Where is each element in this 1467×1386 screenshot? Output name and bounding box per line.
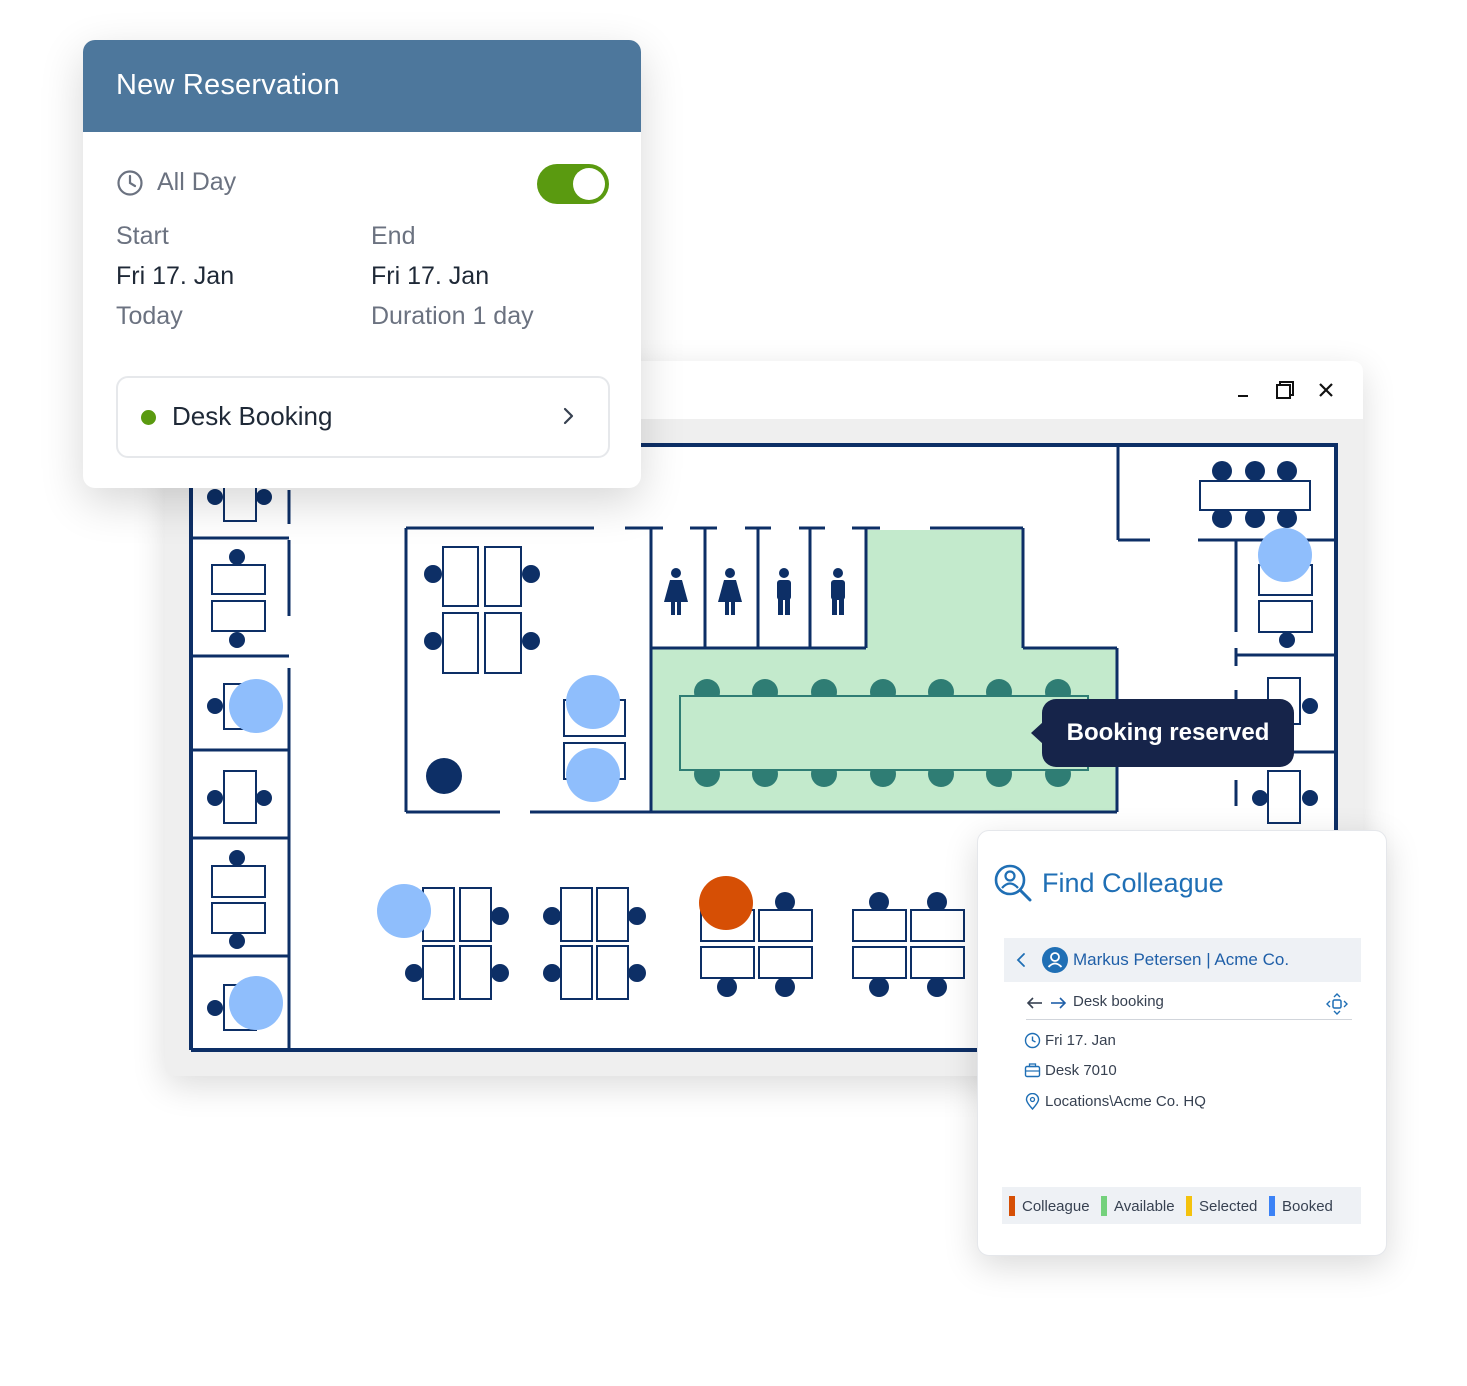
briefcase-icon <box>1024 1063 1041 1078</box>
clock-icon <box>1024 1032 1041 1049</box>
booked-marker[interactable] <box>229 976 283 1030</box>
legend-label: Booked <box>1282 1198 1333 1215</box>
restroom-women-icon <box>664 568 688 615</box>
person-icon <box>1047 952 1063 968</box>
tooltip-arrow <box>1031 722 1043 744</box>
start-date[interactable]: Fri 17. Jan <box>116 262 235 290</box>
find-colleague-panel: Find Colleague Markus Petersen | Acme Co… <box>977 830 1387 1256</box>
all-day-toggle[interactable] <box>537 164 609 204</box>
reservation-header: New Reservation <box>83 40 641 132</box>
start-label: Start <box>116 222 169 250</box>
detail-date-text: Fri 17. Jan <box>1045 1032 1116 1049</box>
locate-icon[interactable] <box>1326 993 1348 1015</box>
start-note: Today <box>116 302 183 330</box>
detail-desk-text: Desk 7010 <box>1045 1062 1117 1079</box>
desk-booking-label: Desk Booking <box>172 401 333 431</box>
find-person-icon <box>994 864 1032 902</box>
status-dot <box>141 410 156 425</box>
toggle-knob <box>573 168 605 200</box>
find-colleague-title: Find Colleague <box>1042 868 1224 898</box>
new-reservation-card: New Reservation All Day Start Fri 17. Ja… <box>83 40 641 488</box>
restroom-men-icon <box>777 568 791 615</box>
duration-note: Duration 1 day <box>371 302 534 330</box>
avatar <box>1042 947 1068 973</box>
minimize-button[interactable] <box>1228 375 1258 405</box>
minimize-icon <box>1238 395 1248 397</box>
end-date[interactable]: Fri 17. Jan <box>371 262 490 290</box>
booked-marker[interactable] <box>229 679 283 733</box>
tooltip-text: Booking reserved <box>1066 719 1270 746</box>
booked-marker[interactable] <box>377 884 431 938</box>
legend-swatch <box>1186 1196 1192 1216</box>
legend-swatch <box>1101 1196 1107 1216</box>
booked-marker[interactable] <box>1258 528 1312 582</box>
reservation-title: New Reservation <box>116 69 340 101</box>
colleague-person-row: Markus Petersen | Acme Co. <box>1004 938 1361 982</box>
detail-location-text: Locations\Acme Co. HQ <box>1045 1093 1206 1110</box>
location-pin-icon <box>1025 1093 1040 1110</box>
chevron-left-icon[interactable] <box>1016 952 1026 968</box>
close-icon <box>1319 383 1333 397</box>
meeting-table <box>679 695 1089 771</box>
desk-booking-selector[interactable]: Desk Booking <box>116 376 610 458</box>
booking-reserved-tooltip: Booking reserved <box>1031 699 1294 767</box>
restore-icon <box>1276 381 1294 399</box>
legend-swatch <box>1269 1196 1275 1216</box>
nav-label: Desk booking <box>1073 993 1164 1010</box>
all-day-label: All Day <box>157 168 237 196</box>
restore-button[interactable] <box>1270 375 1300 405</box>
booked-marker[interactable] <box>566 748 620 802</box>
arrow-left-icon[interactable] <box>1026 995 1044 1011</box>
legend-label: Colleague <box>1022 1198 1090 1215</box>
colleague-name[interactable]: Markus Petersen | Acme Co. <box>1073 950 1290 969</box>
booking-nav-bar: Desk booking <box>1026 989 1352 1020</box>
legend-label: Selected <box>1199 1198 1258 1215</box>
arrow-right-icon[interactable] <box>1049 995 1067 1011</box>
restroom-women-icon <box>718 568 742 615</box>
chevron-right-icon <box>563 407 574 425</box>
legend-label: Available <box>1114 1198 1175 1215</box>
end-label: End <box>371 222 416 250</box>
legend: Colleague Available Selected Booked <box>1002 1187 1361 1224</box>
close-button[interactable] <box>1311 375 1341 405</box>
colleague-marker[interactable] <box>699 876 753 930</box>
legend-swatch <box>1009 1196 1015 1216</box>
clock-icon <box>117 170 143 196</box>
restroom-men-icon <box>831 568 845 615</box>
booked-marker[interactable] <box>566 675 620 729</box>
